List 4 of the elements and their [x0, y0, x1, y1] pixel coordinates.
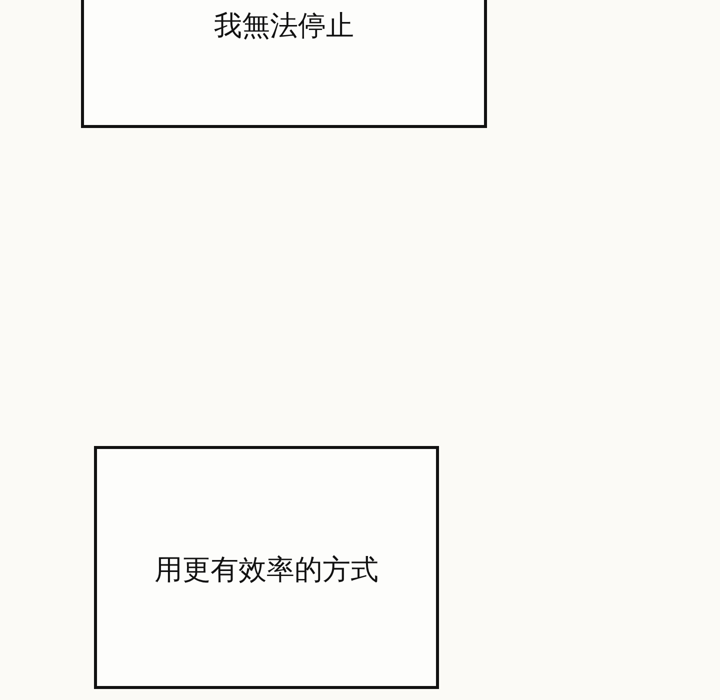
caption-text: 我無法停止 [213, 8, 355, 44]
speech-box [81, 0, 487, 128]
caption-text: 用更有效率的方式 [154, 552, 380, 588]
speech-box [94, 446, 439, 689]
